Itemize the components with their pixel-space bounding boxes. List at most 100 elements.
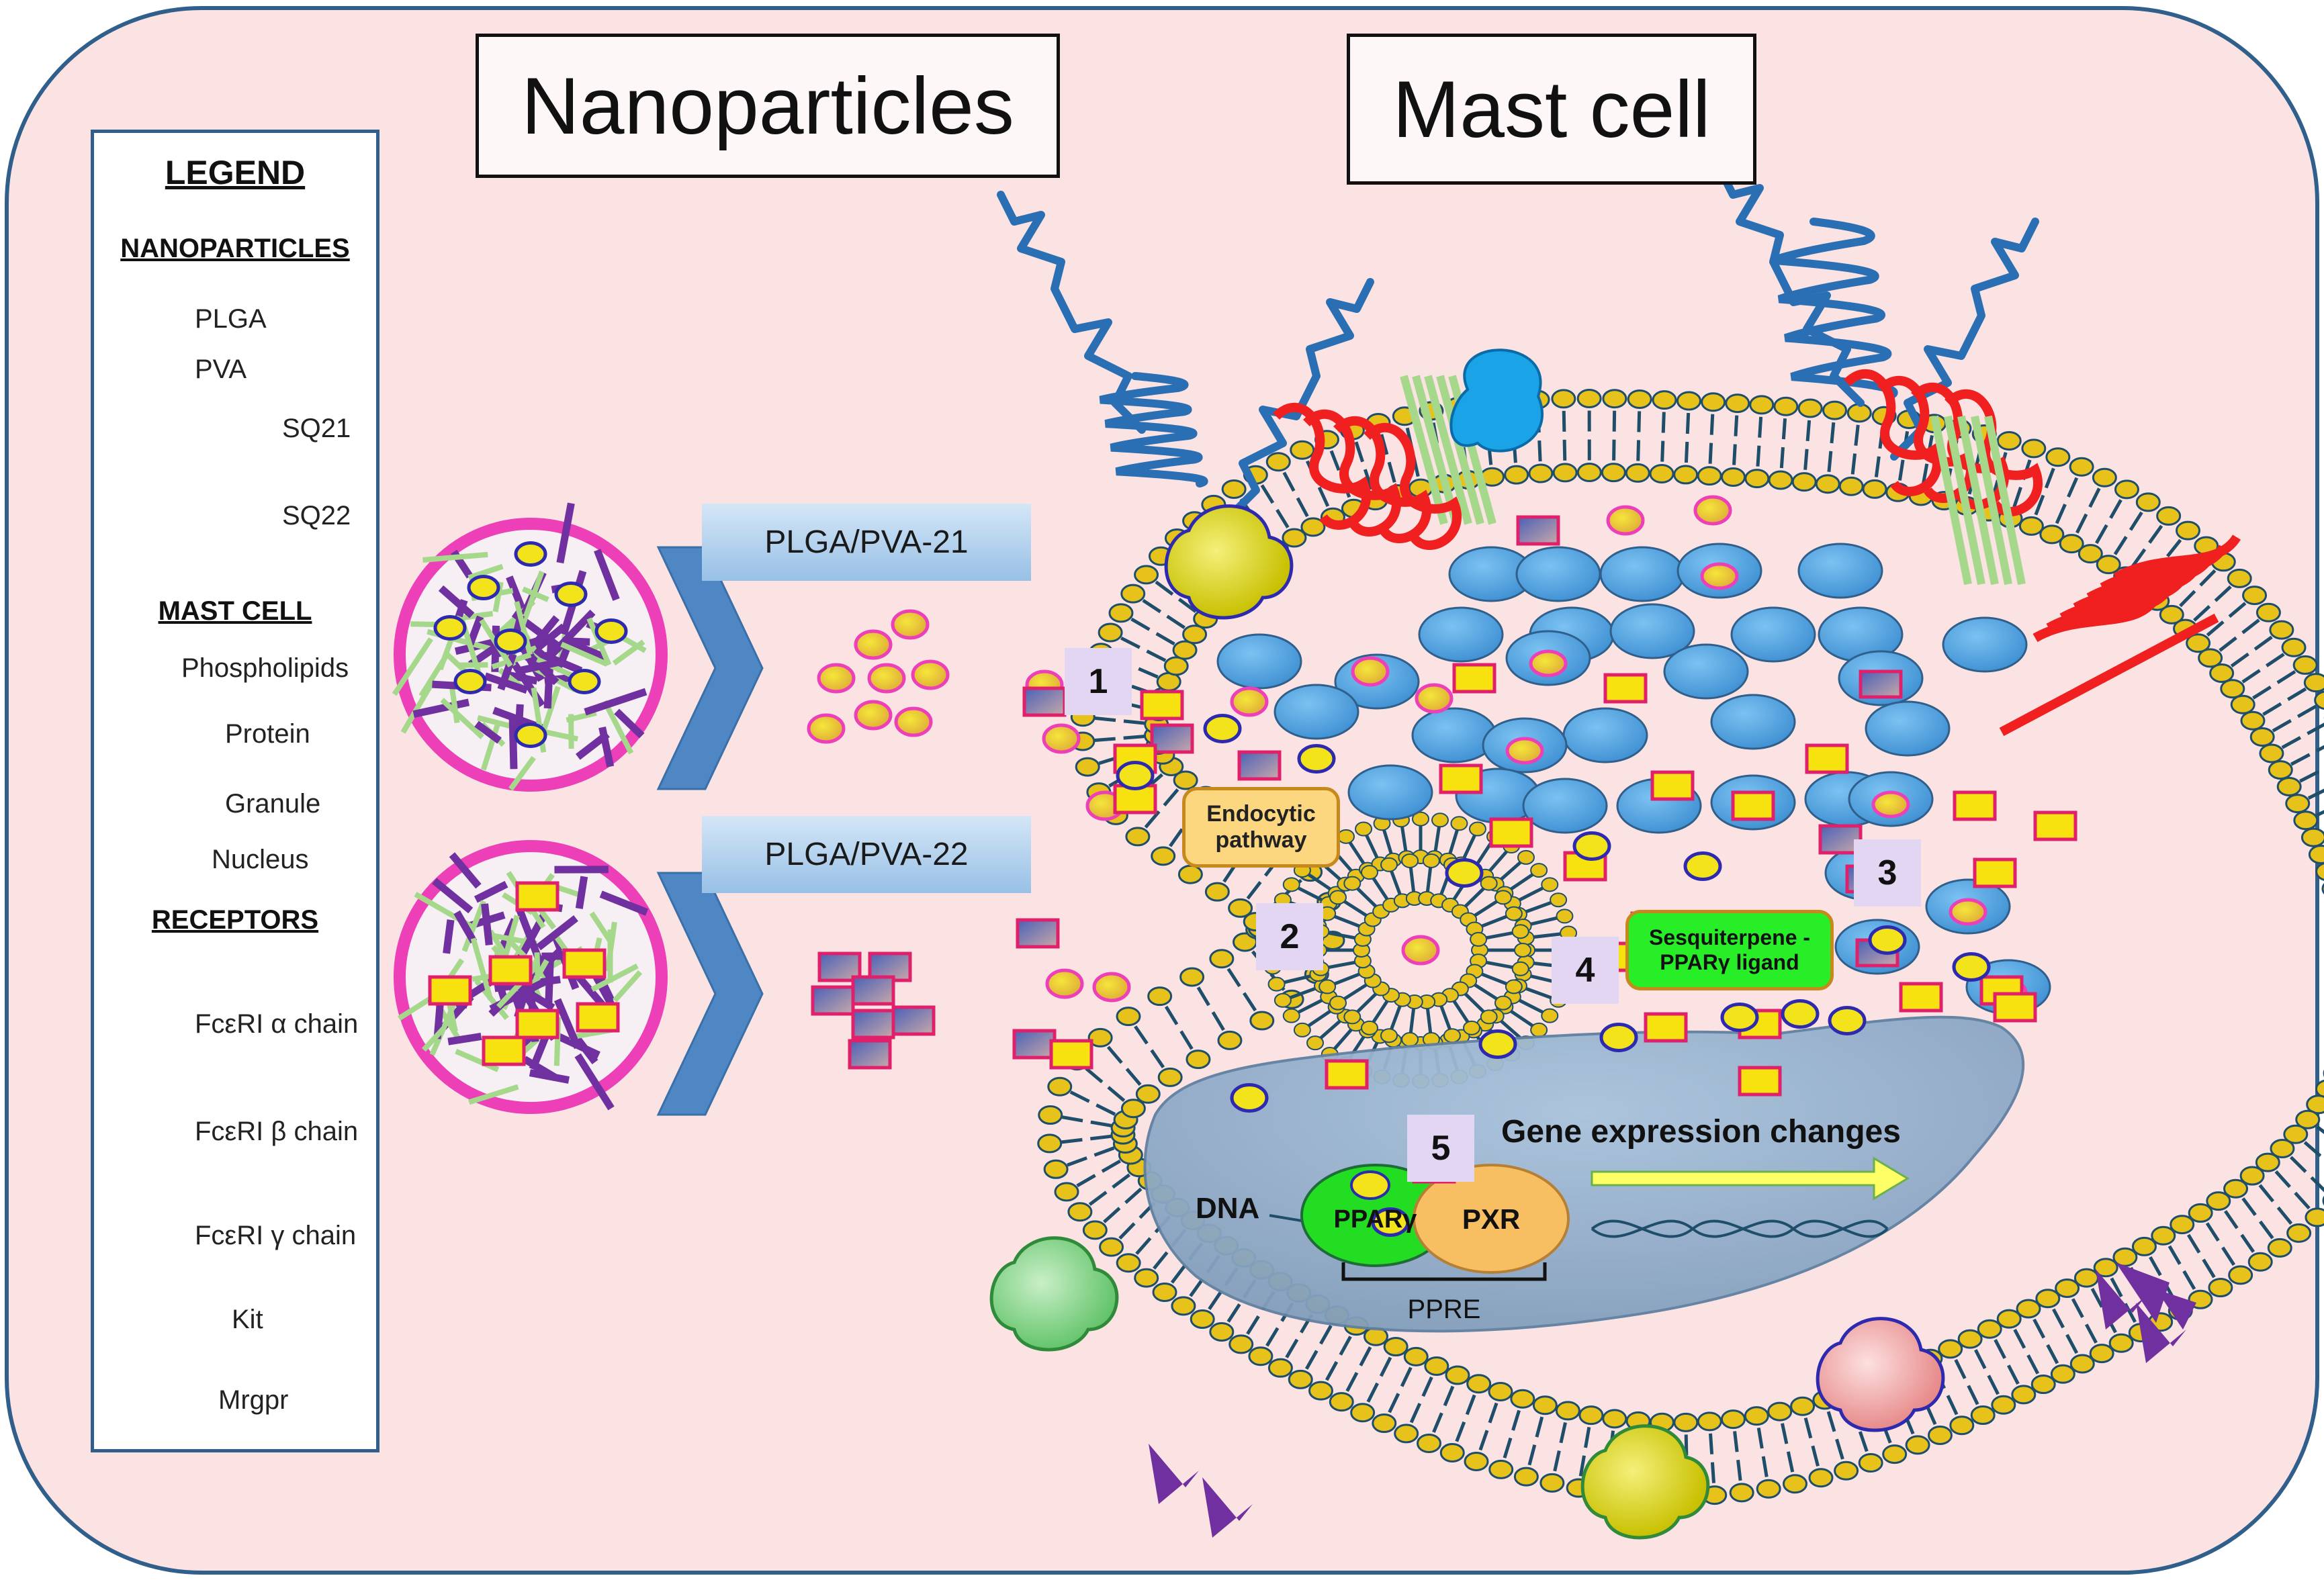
lipid-head — [1676, 391, 1701, 411]
vesicle-tail — [1369, 873, 1392, 904]
lipid-tail — [1379, 1356, 1392, 1377]
lipid-head — [1725, 393, 1750, 414]
lipid-tail — [2044, 467, 2055, 489]
vesicle-tail — [1425, 1004, 1433, 1037]
plga-strand — [429, 998, 459, 1056]
lipid-tail — [2307, 723, 2324, 735]
fceri-alpha-chain — [1771, 218, 1898, 400]
lipid-head — [1744, 1406, 1769, 1426]
sq21-particle — [1297, 744, 1336, 774]
lipid-head — [1791, 472, 1817, 492]
granule — [1216, 633, 1302, 690]
fceri-gamma-chain — [1971, 415, 2012, 586]
vesicle-tail — [1506, 1007, 1538, 1030]
lipid-tail — [1142, 598, 1162, 614]
lipid-head — [1125, 827, 1151, 847]
vesicle-head — [1541, 877, 1559, 892]
vesicle-tail — [1425, 863, 1433, 896]
sq22-nanoparticle — [1237, 750, 1282, 781]
lipid-head — [1488, 1459, 1514, 1479]
lipid-tail — [1387, 461, 1396, 483]
lipid-tail — [1106, 1045, 1123, 1064]
lipid-head — [1217, 1030, 1243, 1050]
gene-expression-arrow — [1591, 1156, 1910, 1201]
vesicle-head — [1337, 829, 1355, 844]
lipid-head — [1152, 1282, 1177, 1302]
lipid-head — [1163, 656, 1189, 676]
lipid-head — [1108, 603, 1134, 623]
lipid-head — [1602, 389, 1627, 409]
lipid-tail — [1779, 447, 1785, 469]
vesicle-tail — [1506, 870, 1538, 894]
lipid-head — [2286, 1223, 2312, 1243]
lipid-tail — [2109, 499, 2122, 519]
lipid-head — [2050, 1364, 2075, 1384]
lipid-head — [2315, 1079, 2324, 1099]
ppre-bracket — [1341, 1262, 1547, 1281]
sq21-particle — [568, 669, 601, 694]
lipid-head — [2228, 1265, 2253, 1285]
vesicle-tail — [1528, 931, 1566, 939]
legend-nanoparticles-heading: NANOPARTICLES — [120, 234, 350, 263]
lipid-head — [1466, 1374, 1492, 1394]
lipid-head — [1756, 1479, 1781, 1499]
kit-receptor — [2096, 1269, 2146, 1330]
lipid-head — [2059, 534, 2084, 554]
vesicle-head — [1530, 1022, 1548, 1037]
vesicle-tail — [1293, 996, 1327, 1017]
lipid-tail — [1166, 614, 1186, 629]
lipid-head — [1578, 1405, 1604, 1426]
lipid-head — [1504, 465, 1529, 485]
plga-strand — [506, 575, 528, 616]
lipid-tail — [2167, 1245, 2182, 1265]
lipid-head — [1403, 1346, 1429, 1366]
lipid-head — [1797, 398, 1823, 418]
kit-receptor — [2136, 1303, 2186, 1363]
sq21-particle — [1478, 1029, 1517, 1059]
lipid-head — [2069, 1354, 2095, 1374]
plga-strand — [480, 723, 500, 771]
lipid-head — [1394, 1424, 1419, 1444]
plga-strand — [575, 731, 610, 760]
lipid-head — [1720, 1409, 1746, 1430]
lipid-head — [1808, 1468, 1834, 1488]
lipid-tail — [2272, 718, 2292, 733]
plga-strand — [508, 716, 518, 770]
lipid-tail — [1138, 667, 1159, 679]
step-2: 2 — [1256, 903, 1323, 970]
plga-strand — [519, 571, 545, 629]
mrgpr-tail — [1999, 613, 2219, 737]
vesicle-head — [1541, 1008, 1559, 1023]
lipid-head — [1701, 392, 1726, 412]
lipid-head — [1552, 463, 1578, 483]
lipid-tail — [2088, 487, 2101, 508]
mast-cell-title-box: Mast cell — [1347, 34, 1756, 185]
legend-fceri-alpha-label: FcεRI α chain — [195, 1009, 359, 1039]
sq21-nanoparticle — [807, 713, 846, 744]
fceri-alpha-chain — [1715, 164, 1865, 407]
lipid-head — [1116, 1253, 1141, 1273]
lipid-tail — [1135, 1237, 1152, 1255]
lipid-head — [1782, 1474, 1807, 1494]
sq21-nanoparticle — [894, 706, 933, 737]
lipid-head — [1927, 1426, 1953, 1446]
lipid-head — [1991, 1395, 2016, 1415]
sq22-nanoparticle — [811, 985, 855, 1016]
sq22-nanoparticle — [1016, 918, 1060, 949]
lipid-tail — [2316, 810, 2324, 817]
lipid-head — [2198, 648, 2223, 668]
lipid-head — [2114, 479, 2139, 500]
sq21-particle — [1868, 925, 1907, 955]
lipid-head — [1749, 395, 1775, 415]
sq22-particle — [1325, 1059, 1369, 1090]
lipid-head — [1300, 517, 1326, 537]
lipid-head — [1697, 1411, 1722, 1432]
lipid-head — [2270, 1139, 2295, 1159]
lipid-head — [2293, 810, 2319, 831]
lipid-head — [1576, 462, 1602, 482]
sq21-nanoparticle — [854, 700, 893, 731]
lipid-tail — [2165, 539, 2182, 557]
lipid-tail — [2286, 687, 2307, 701]
lipid-head — [1464, 1451, 1489, 1471]
granule — [1730, 606, 1816, 663]
